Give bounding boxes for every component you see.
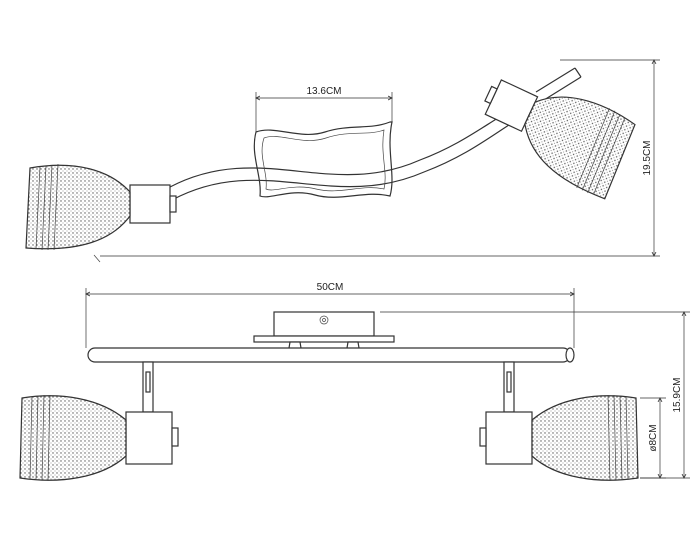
dim-label-bracket-width: 13.6CM bbox=[306, 86, 341, 97]
left-shade-tip bbox=[93, 254, 101, 263]
dim-label-total-length: 50CM bbox=[317, 282, 344, 293]
dim-side-height: 19.5CM bbox=[100, 60, 660, 256]
left-socket-knob bbox=[169, 195, 177, 213]
right-front-stripes bbox=[607, 394, 629, 482]
right-socket bbox=[485, 411, 533, 465]
side-view: 13.6CM 19.5CM bbox=[25, 59, 660, 263]
left-socket-housing bbox=[129, 184, 171, 224]
dim-label-shade-diameter: ø8CM bbox=[648, 424, 659, 451]
dim-label-total-height: 15.9CM bbox=[672, 377, 683, 412]
horizontal-bar bbox=[87, 347, 571, 363]
dim-shade-diameter: ø8CM bbox=[640, 398, 666, 478]
left-front-stripes bbox=[29, 394, 51, 482]
ceiling-screw-icon bbox=[319, 315, 329, 325]
left-knob bbox=[171, 427, 179, 447]
curved-arm-inner bbox=[171, 122, 513, 201]
front-view: 50CM 15.9CM ø8CM bbox=[19, 282, 690, 482]
arm-tip-top bbox=[535, 67, 576, 93]
wavy-bracket-outer bbox=[253, 121, 393, 198]
dim-total-length: 50CM bbox=[86, 282, 574, 348]
bar-end-cap bbox=[565, 347, 575, 363]
arm-tip-bottom bbox=[543, 76, 582, 101]
left-front-shade bbox=[19, 395, 127, 481]
right-socket-knob bbox=[484, 85, 498, 105]
right-lampshade bbox=[524, 96, 636, 200]
arm-tip-cap bbox=[574, 67, 582, 78]
right-lamp-side bbox=[484, 79, 636, 200]
ceiling-base bbox=[253, 335, 395, 343]
curved-arm bbox=[169, 111, 509, 188]
left-shade-stripes bbox=[35, 163, 59, 251]
left-lampshade bbox=[25, 164, 131, 250]
left-socket bbox=[125, 411, 173, 465]
wavy-bracket-inner bbox=[261, 129, 386, 192]
right-front-shade bbox=[531, 395, 639, 481]
dim-bracket-width: 13.6CM bbox=[256, 86, 392, 132]
dim-label-side-height: 19.5CM bbox=[642, 140, 653, 175]
right-knob bbox=[479, 427, 487, 447]
